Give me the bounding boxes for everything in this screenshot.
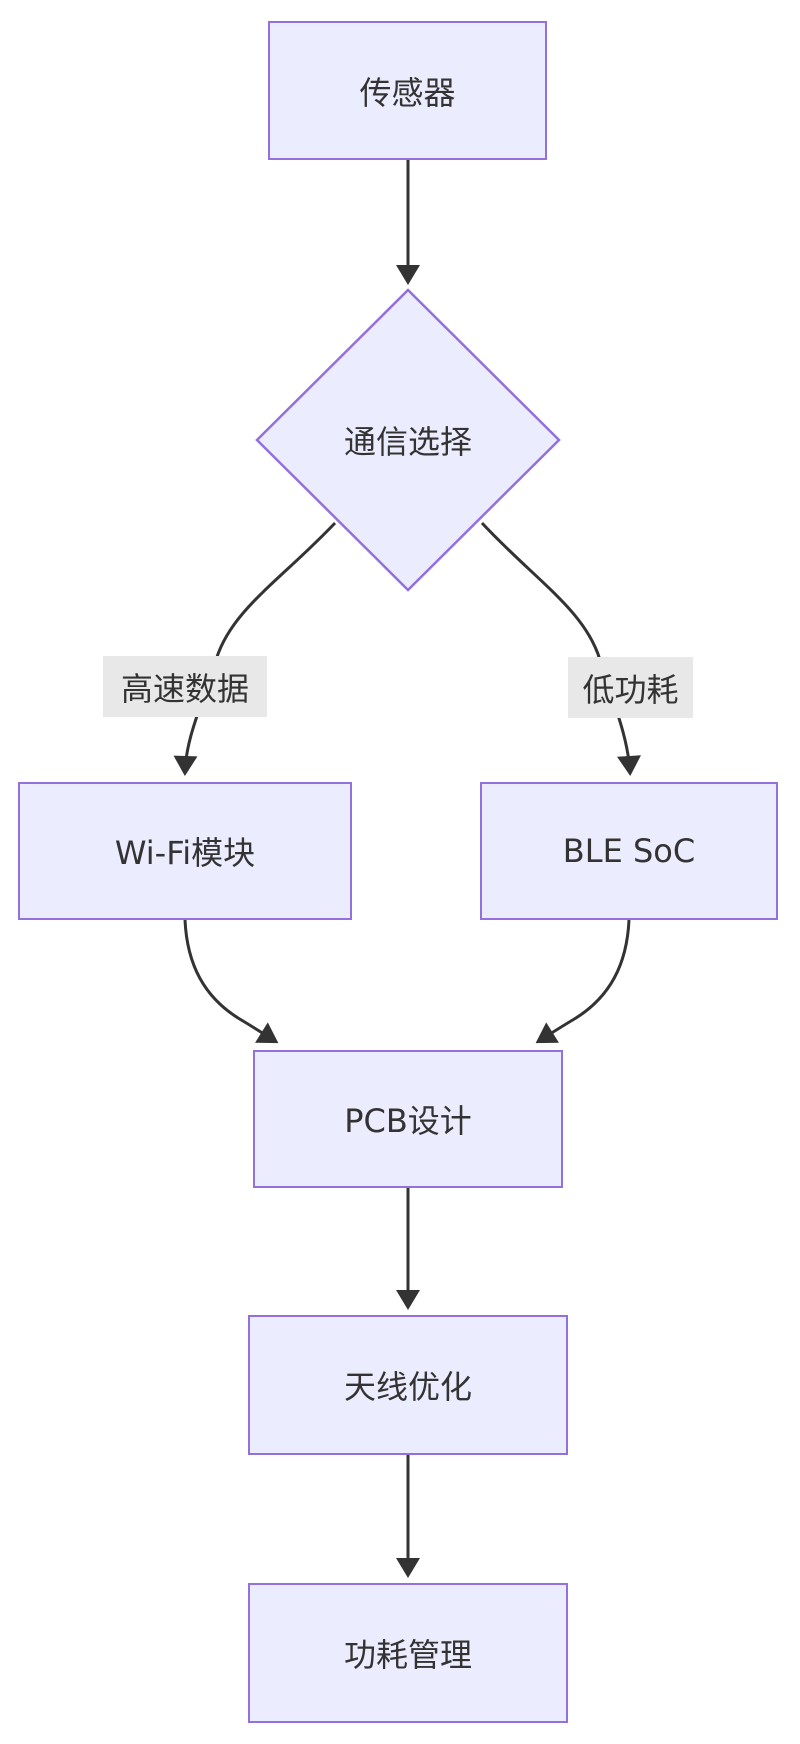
node-sensor: 传感器 bbox=[268, 21, 547, 160]
node-pcb-design: PCB设计 bbox=[253, 1050, 563, 1188]
edge-choice-to-wifi bbox=[173, 521, 337, 776]
edge-label-low-power: 低功耗 bbox=[568, 657, 693, 718]
decision-diamond-shape bbox=[255, 288, 561, 592]
node-communication-choice-label: 通信选择 bbox=[343, 423, 472, 461]
edge-wifi-to-pcb bbox=[183, 919, 279, 1044]
node-wifi-module: Wi-Fi模块 bbox=[18, 782, 352, 920]
edge-ble-to-pcb bbox=[535, 919, 631, 1044]
node-power-management: 功耗管理 bbox=[248, 1583, 568, 1723]
edge-choice-to-ble bbox=[480, 521, 641, 776]
edge-label-high-speed-data: 高速数据 bbox=[103, 656, 267, 717]
node-ble-soc: BLE SoC bbox=[480, 782, 778, 920]
node-antenna-optimization: 天线优化 bbox=[248, 1315, 568, 1455]
